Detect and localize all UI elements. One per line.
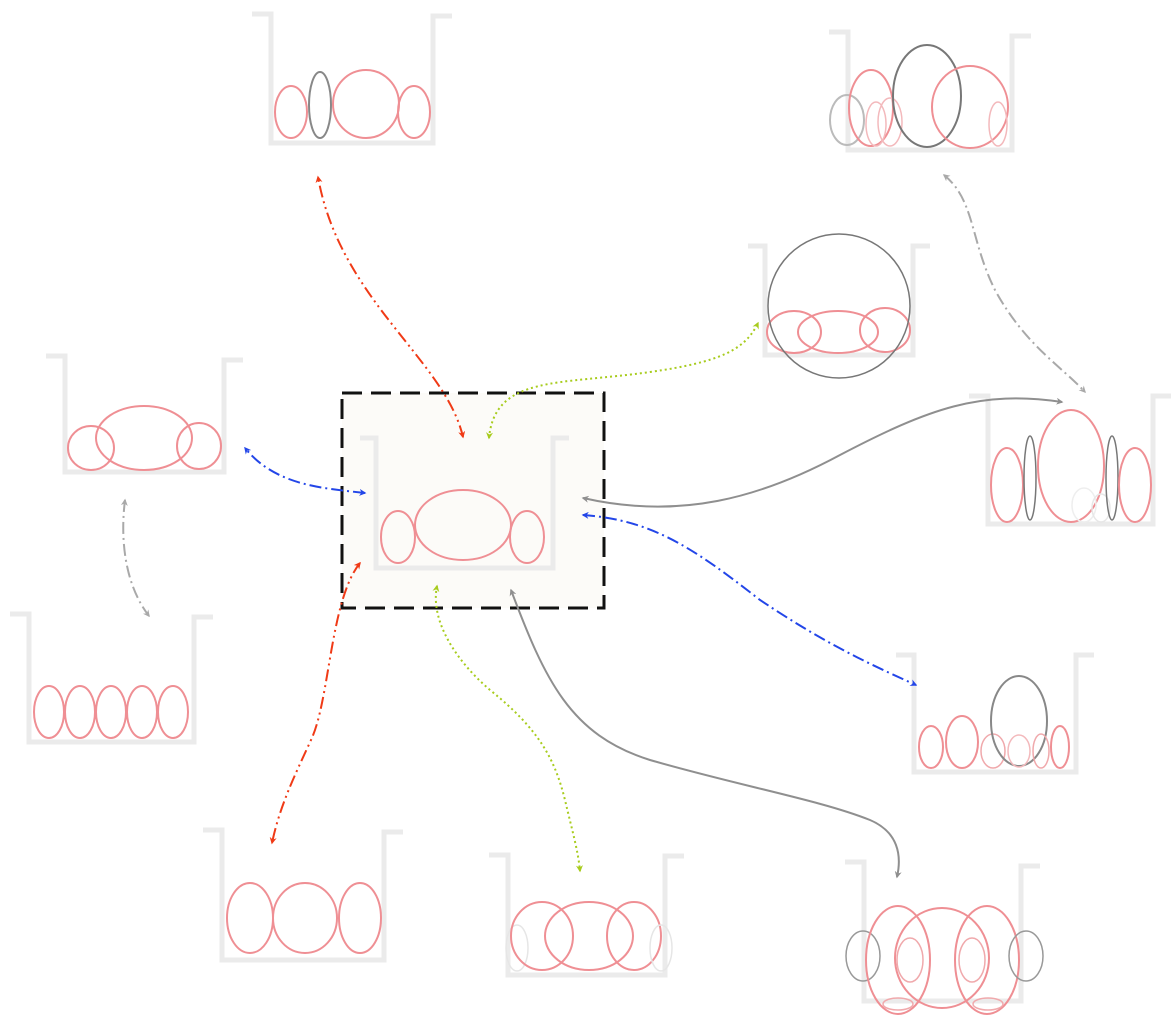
tray (829, 29, 1031, 153)
arrow-blue-right (581, 511, 918, 686)
ellipse (990, 675, 1048, 767)
ellipse (1007, 734, 1031, 768)
ellipse (1071, 487, 1097, 523)
ellipse (848, 69, 894, 147)
ellipse (845, 930, 881, 982)
ellipse (954, 905, 1020, 1015)
ellipse (95, 405, 193, 471)
ellipse (308, 71, 332, 139)
ellipse (882, 997, 914, 1011)
ellipse (505, 924, 529, 972)
arrow-red-top (315, 175, 466, 439)
configuration-left[interactable] (46, 353, 243, 475)
ellipse (33, 685, 65, 739)
ellipse (988, 101, 1008, 147)
tray (748, 243, 930, 358)
tray (845, 859, 1040, 1004)
configuration-bottom-right[interactable] (845, 859, 1044, 1015)
ellipse (274, 85, 308, 139)
ellipse (766, 310, 822, 354)
configuration-bottom-left[interactable] (203, 827, 403, 963)
configuration-top-right[interactable] (829, 29, 1031, 153)
arrow-gray-bottom (509, 588, 902, 879)
ellipse (918, 725, 944, 769)
ellipse (126, 685, 158, 739)
ellipse (892, 44, 962, 148)
ellipse (649, 924, 673, 972)
ellipse (865, 101, 887, 147)
configuration-lower-right[interactable] (896, 652, 1094, 775)
ellipse (877, 97, 903, 147)
ellipse (606, 901, 662, 971)
ellipse (176, 422, 222, 470)
ellipse (797, 310, 879, 354)
arrow-red-bottom (269, 561, 361, 845)
ellipse (397, 85, 431, 139)
ellipse (1105, 435, 1119, 521)
tray (969, 393, 1171, 527)
ellipse (1118, 447, 1152, 523)
ellipse (332, 69, 400, 139)
ellipse (1050, 725, 1070, 769)
ellipse (894, 907, 990, 1009)
center-ellipse (509, 510, 545, 564)
configuration-lower-left[interactable] (10, 611, 213, 745)
ellipse (510, 901, 574, 971)
ellipse (958, 937, 986, 983)
ellipse (990, 447, 1024, 523)
tray (203, 827, 403, 963)
ellipse (226, 882, 274, 954)
ellipse (1032, 733, 1050, 769)
ellipse (931, 65, 1009, 149)
arrow-blue-left (244, 446, 367, 496)
ellipse (338, 882, 382, 954)
ellipse (1037, 409, 1105, 523)
tray (10, 611, 213, 745)
configuration-upper-right[interactable] (748, 233, 930, 379)
ellipse (95, 685, 127, 739)
center-ellipse (380, 510, 416, 564)
ellipse (972, 997, 1004, 1011)
focus-box (340, 391, 606, 610)
ellipse (1023, 435, 1037, 521)
arrow-lightgray-right (942, 174, 1086, 394)
ellipse (896, 937, 924, 983)
ellipse (1091, 493, 1111, 523)
ellipse (829, 94, 865, 146)
configuration-right[interactable] (969, 393, 1171, 527)
arrow-lightgray-left (120, 498, 150, 618)
arrow-green-upper (486, 321, 759, 440)
ellipse (865, 905, 931, 1015)
ellipse (272, 882, 338, 954)
ellipse (767, 233, 911, 379)
tray (252, 11, 452, 146)
arrow-gray-right (581, 397, 1064, 508)
ellipse (859, 307, 911, 353)
ellipse (67, 425, 115, 471)
ellipse (64, 685, 96, 739)
ellipse (544, 901, 634, 971)
configuration-bottom-middle[interactable] (489, 852, 684, 978)
ellipse (1008, 930, 1044, 982)
arrow-green-lower (432, 584, 583, 873)
ellipse (945, 715, 979, 769)
tray (46, 353, 243, 475)
tray (896, 652, 1094, 775)
configuration-top[interactable] (252, 11, 452, 146)
focused-configuration[interactable] (340, 391, 606, 610)
ellipse (157, 685, 189, 739)
